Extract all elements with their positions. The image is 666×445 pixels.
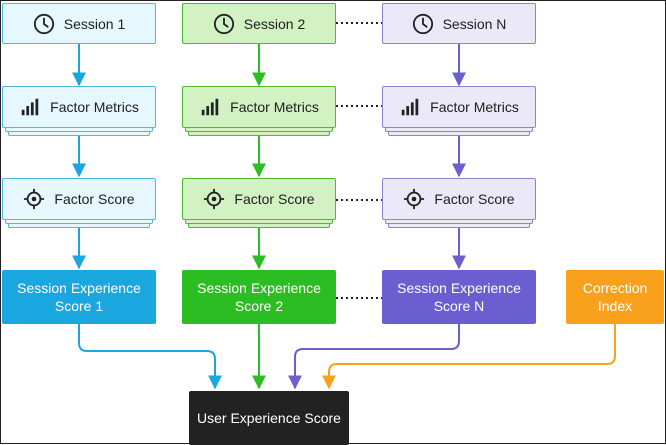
arrow-experience1-to-result [78, 324, 222, 390]
session-experience-score-2-line1: Session Experience [197, 280, 321, 296]
target-icon [24, 188, 45, 210]
factor-metrics-1-label: Factor Metrics [50, 99, 139, 115]
clock-icon [213, 13, 234, 34]
correction-index-box: Correction Index [566, 270, 664, 324]
factor-score-1-box: Factor Score [2, 178, 156, 220]
factor-score-2-label: Factor Score [234, 191, 315, 207]
factor-metrics-1-box: Factor Metrics [2, 86, 156, 128]
session-experience-score-1-line1: Session Experience [17, 280, 141, 296]
clock-icon [412, 13, 433, 34]
correction-index-line1: Correction [582, 280, 648, 296]
clock-icon [33, 13, 54, 34]
session-1-box: Session 1 [2, 3, 156, 44]
factor-metrics-2-box: Factor Metrics [182, 86, 336, 128]
factor-score-1-label: Factor Score [54, 191, 135, 207]
session-2-label: Session 2 [243, 15, 306, 32]
bar-chart-icon [201, 98, 219, 116]
factor-score-2-box: Factor Score [182, 178, 336, 220]
session-1-label: Session 1 [63, 15, 126, 32]
bar-chart-icon [21, 98, 39, 116]
session-experience-score-1-box: Session Experience Score 1 [2, 270, 156, 324]
bar-chart-icon [401, 98, 419, 116]
session-experience-score-1-line2: Score 1 [54, 298, 104, 314]
correction-index-line2: Index [597, 298, 633, 314]
session-n-label: Session N [442, 15, 507, 32]
factor-score-n-label: Factor Score [434, 191, 515, 207]
session-experience-score-n-box: Session Experience Score N [382, 270, 536, 324]
arrow-correction-to-result [322, 324, 616, 390]
target-icon [404, 188, 425, 210]
target-icon [204, 188, 225, 210]
user-experience-score-label: User Experience Score [197, 410, 341, 426]
factor-metrics-n-box: Factor Metrics [382, 86, 536, 128]
session-experience-score-n-line2: Score N [433, 298, 485, 314]
factor-metrics-n-label: Factor Metrics [430, 99, 519, 115]
user-experience-score-box: User Experience Score [189, 391, 349, 445]
factor-score-n-box: Factor Score [382, 178, 536, 220]
factor-metrics-2-label: Factor Metrics [230, 99, 319, 115]
session-n-box: Session N [382, 3, 536, 44]
session-2-box: Session 2 [182, 3, 336, 44]
arrow-experienceN-to-result [288, 324, 460, 390]
session-experience-score-n-line1: Session Experience [397, 280, 521, 296]
session-experience-score-2-line2: Score 2 [234, 298, 284, 314]
session-experience-score-2-box: Session Experience Score 2 [182, 270, 336, 324]
